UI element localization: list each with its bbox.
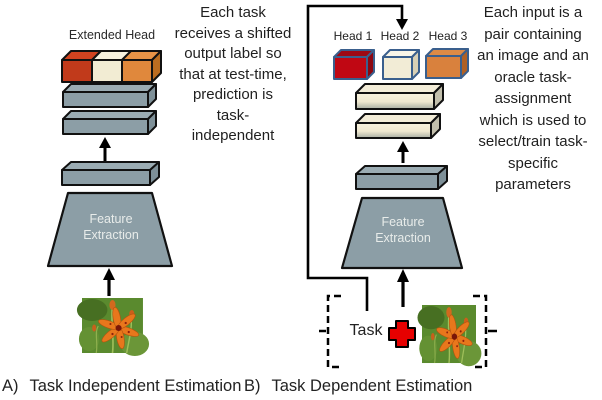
head-3-label: Head 3 (428, 29, 468, 43)
caption-a-text: Task Independent Estimation (29, 377, 242, 395)
caption-panel-b: B) Task Dependent Estimation (244, 377, 472, 396)
caption-a-prefix: A) (2, 377, 19, 395)
feature-extraction-trapezoid-a (46, 191, 174, 268)
plus-icon (388, 320, 416, 348)
arrow-up-icon-a1 (99, 137, 111, 162)
input-image-a (76, 297, 150, 357)
head-box-cream (382, 49, 420, 80)
caption-panel-a: A) Task Independent Estimation (2, 377, 241, 396)
gray-layer-bar-a1 (62, 83, 157, 108)
dashed-bracket-right (473, 294, 497, 369)
head-box-orange (425, 48, 469, 79)
arrow-up-icon-a2 (103, 268, 115, 296)
extended-head-block (61, 50, 162, 83)
gray-layer-bar-b (355, 165, 448, 190)
dashed-bracket-left (319, 294, 341, 369)
input-image-b (416, 304, 483, 368)
caption-b-prefix: B) (244, 377, 261, 395)
extended-head-label: Extended Head (68, 28, 156, 42)
feature-extraction-trapezoid-b (340, 196, 464, 270)
task-to-head-connector (306, 4, 408, 311)
cream-layer-bar-b2 (355, 113, 441, 139)
cream-layer-bar-b1 (355, 83, 444, 110)
task-label: Task (349, 322, 383, 339)
gray-layer-bar-a3 (61, 161, 160, 186)
head-box-red (333, 49, 375, 80)
arrow-up-icon-b1 (397, 141, 409, 163)
head-1-label: Head 1 (333, 29, 373, 43)
caption-b-text: Task Dependent Estimation (271, 377, 473, 395)
gray-layer-bar-a2 (62, 110, 157, 135)
arrow-up-icon-b2 (397, 269, 409, 307)
head-2-label: Head 2 (380, 29, 420, 43)
